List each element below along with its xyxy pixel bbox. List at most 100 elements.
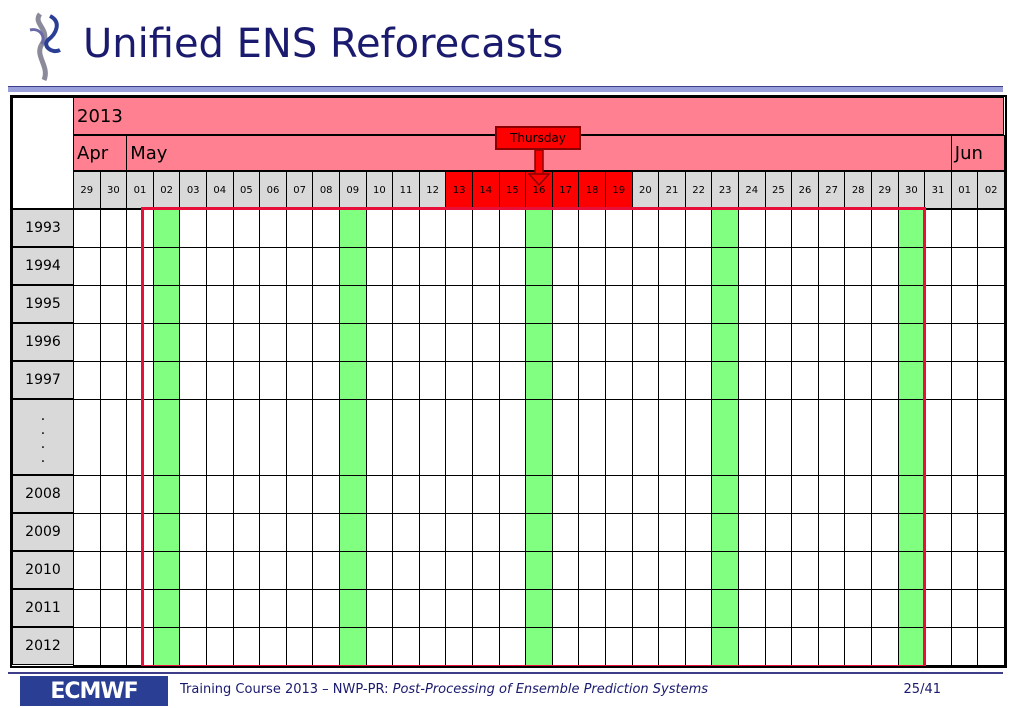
grid-cell: [684, 627, 713, 666]
grid-cell: [631, 323, 660, 362]
grid-cell: [977, 323, 1005, 362]
grid-cell: [950, 475, 979, 514]
grid-cell: [551, 399, 580, 476]
day-header: 18: [578, 171, 606, 209]
grid-cell: [152, 513, 181, 552]
grid-cell: [472, 475, 500, 514]
grid-cell: [365, 475, 394, 514]
grid-cell: [977, 361, 1005, 400]
grid-cell: [498, 475, 527, 514]
month-header-jun: Jun: [950, 135, 1005, 171]
grid-cell: [365, 361, 394, 400]
grid-cell: [445, 285, 473, 324]
grid-cell: [631, 361, 660, 400]
day-header: 27: [817, 171, 846, 209]
ellipsis-dot: .: [40, 450, 46, 466]
grid-cell: [232, 627, 261, 666]
grid-cell: [817, 247, 846, 286]
grid-cell: [206, 627, 234, 666]
grid-cell: [285, 627, 314, 666]
day-header: 19: [605, 171, 633, 209]
grid-cell: [392, 551, 420, 590]
corner-cell: [12, 97, 74, 209]
grid-cell: [365, 551, 394, 590]
year-row-label: 1997: [12, 361, 74, 399]
ellipsis-dot: .: [40, 436, 46, 452]
ellipsis-dot: .: [40, 408, 46, 424]
grid-cell: [924, 589, 952, 628]
grid-cell: [525, 551, 553, 590]
grid-cell: [339, 627, 367, 666]
grid-cell: [99, 627, 128, 666]
grid-cell: [445, 399, 473, 476]
grid-cell: [259, 323, 287, 362]
grid-cell: [897, 551, 926, 590]
grid-cell: [897, 513, 926, 552]
grid-cell: [73, 285, 101, 324]
grid-cell: [605, 399, 633, 476]
grid-cell: [232, 247, 261, 286]
year-row-label: 1996: [12, 323, 74, 361]
grid-cell: [232, 323, 261, 362]
grid-cell: [605, 247, 633, 286]
grid-cell: [551, 323, 580, 362]
grid-cell: [977, 399, 1005, 476]
day-header: 31: [924, 171, 952, 209]
day-header: 12: [418, 171, 447, 209]
grid-cell: [977, 209, 1005, 248]
grid-cell: [126, 209, 154, 248]
grid-cell: [152, 361, 181, 400]
grid-cell: [711, 285, 739, 324]
grid-cell: [551, 285, 580, 324]
grid-cell: [259, 551, 287, 590]
grid-cell: [738, 323, 766, 362]
day-header: 04: [206, 171, 234, 209]
grid-cell: [472, 323, 500, 362]
grid-cell: [179, 323, 207, 362]
year-row-label: 2012: [12, 627, 74, 665]
grid-cell: [950, 209, 979, 248]
grid-cell: [418, 209, 447, 248]
grid-cell: [551, 209, 580, 248]
grid-cell: [472, 361, 500, 400]
grid-cell: [844, 285, 872, 324]
grid-cell: [339, 323, 367, 362]
grid-cell: [525, 361, 553, 400]
grid-cell: [445, 513, 473, 552]
grid-cell: [285, 551, 314, 590]
day-header: 13: [445, 171, 473, 209]
grid-cell: [365, 627, 394, 666]
footer-divider: [8, 672, 1003, 674]
year-row-label: 2010: [12, 551, 74, 589]
grid-cell: [179, 361, 207, 400]
grid-cell: [738, 627, 766, 666]
grid-cell: [871, 361, 899, 400]
grid-cell: [232, 513, 261, 552]
grid-cell: [551, 589, 580, 628]
grid-cell: [871, 285, 899, 324]
footer-text-plain: Training Course 2013 – NWP-PR:: [180, 682, 393, 697]
grid-cell: [73, 551, 101, 590]
grid-cell: [73, 399, 101, 476]
grid-cell: [232, 475, 261, 514]
grid-cell: [684, 323, 713, 362]
grid-cell: [418, 551, 447, 590]
grid-cell: [844, 513, 872, 552]
grid-cell: [950, 323, 979, 362]
grid-cell: [658, 551, 686, 590]
grid-cell: [631, 399, 660, 476]
grid-cell: [764, 285, 793, 324]
day-header: 29: [73, 171, 101, 209]
grid-cell: [977, 247, 1005, 286]
grid-cell: [525, 209, 553, 248]
grid-cell: [977, 475, 1005, 514]
grid-cell: [977, 513, 1005, 552]
footer-text: Training Course 2013 – NWP-PR: Post-Proc…: [180, 682, 708, 697]
page-number: 25/41: [903, 682, 941, 697]
grid-cell: [73, 589, 101, 628]
grid-cell: [817, 361, 846, 400]
grid-cell: [551, 513, 580, 552]
grid-cell: [684, 475, 713, 514]
grid-cell: [259, 209, 287, 248]
day-header: 29: [871, 171, 899, 209]
